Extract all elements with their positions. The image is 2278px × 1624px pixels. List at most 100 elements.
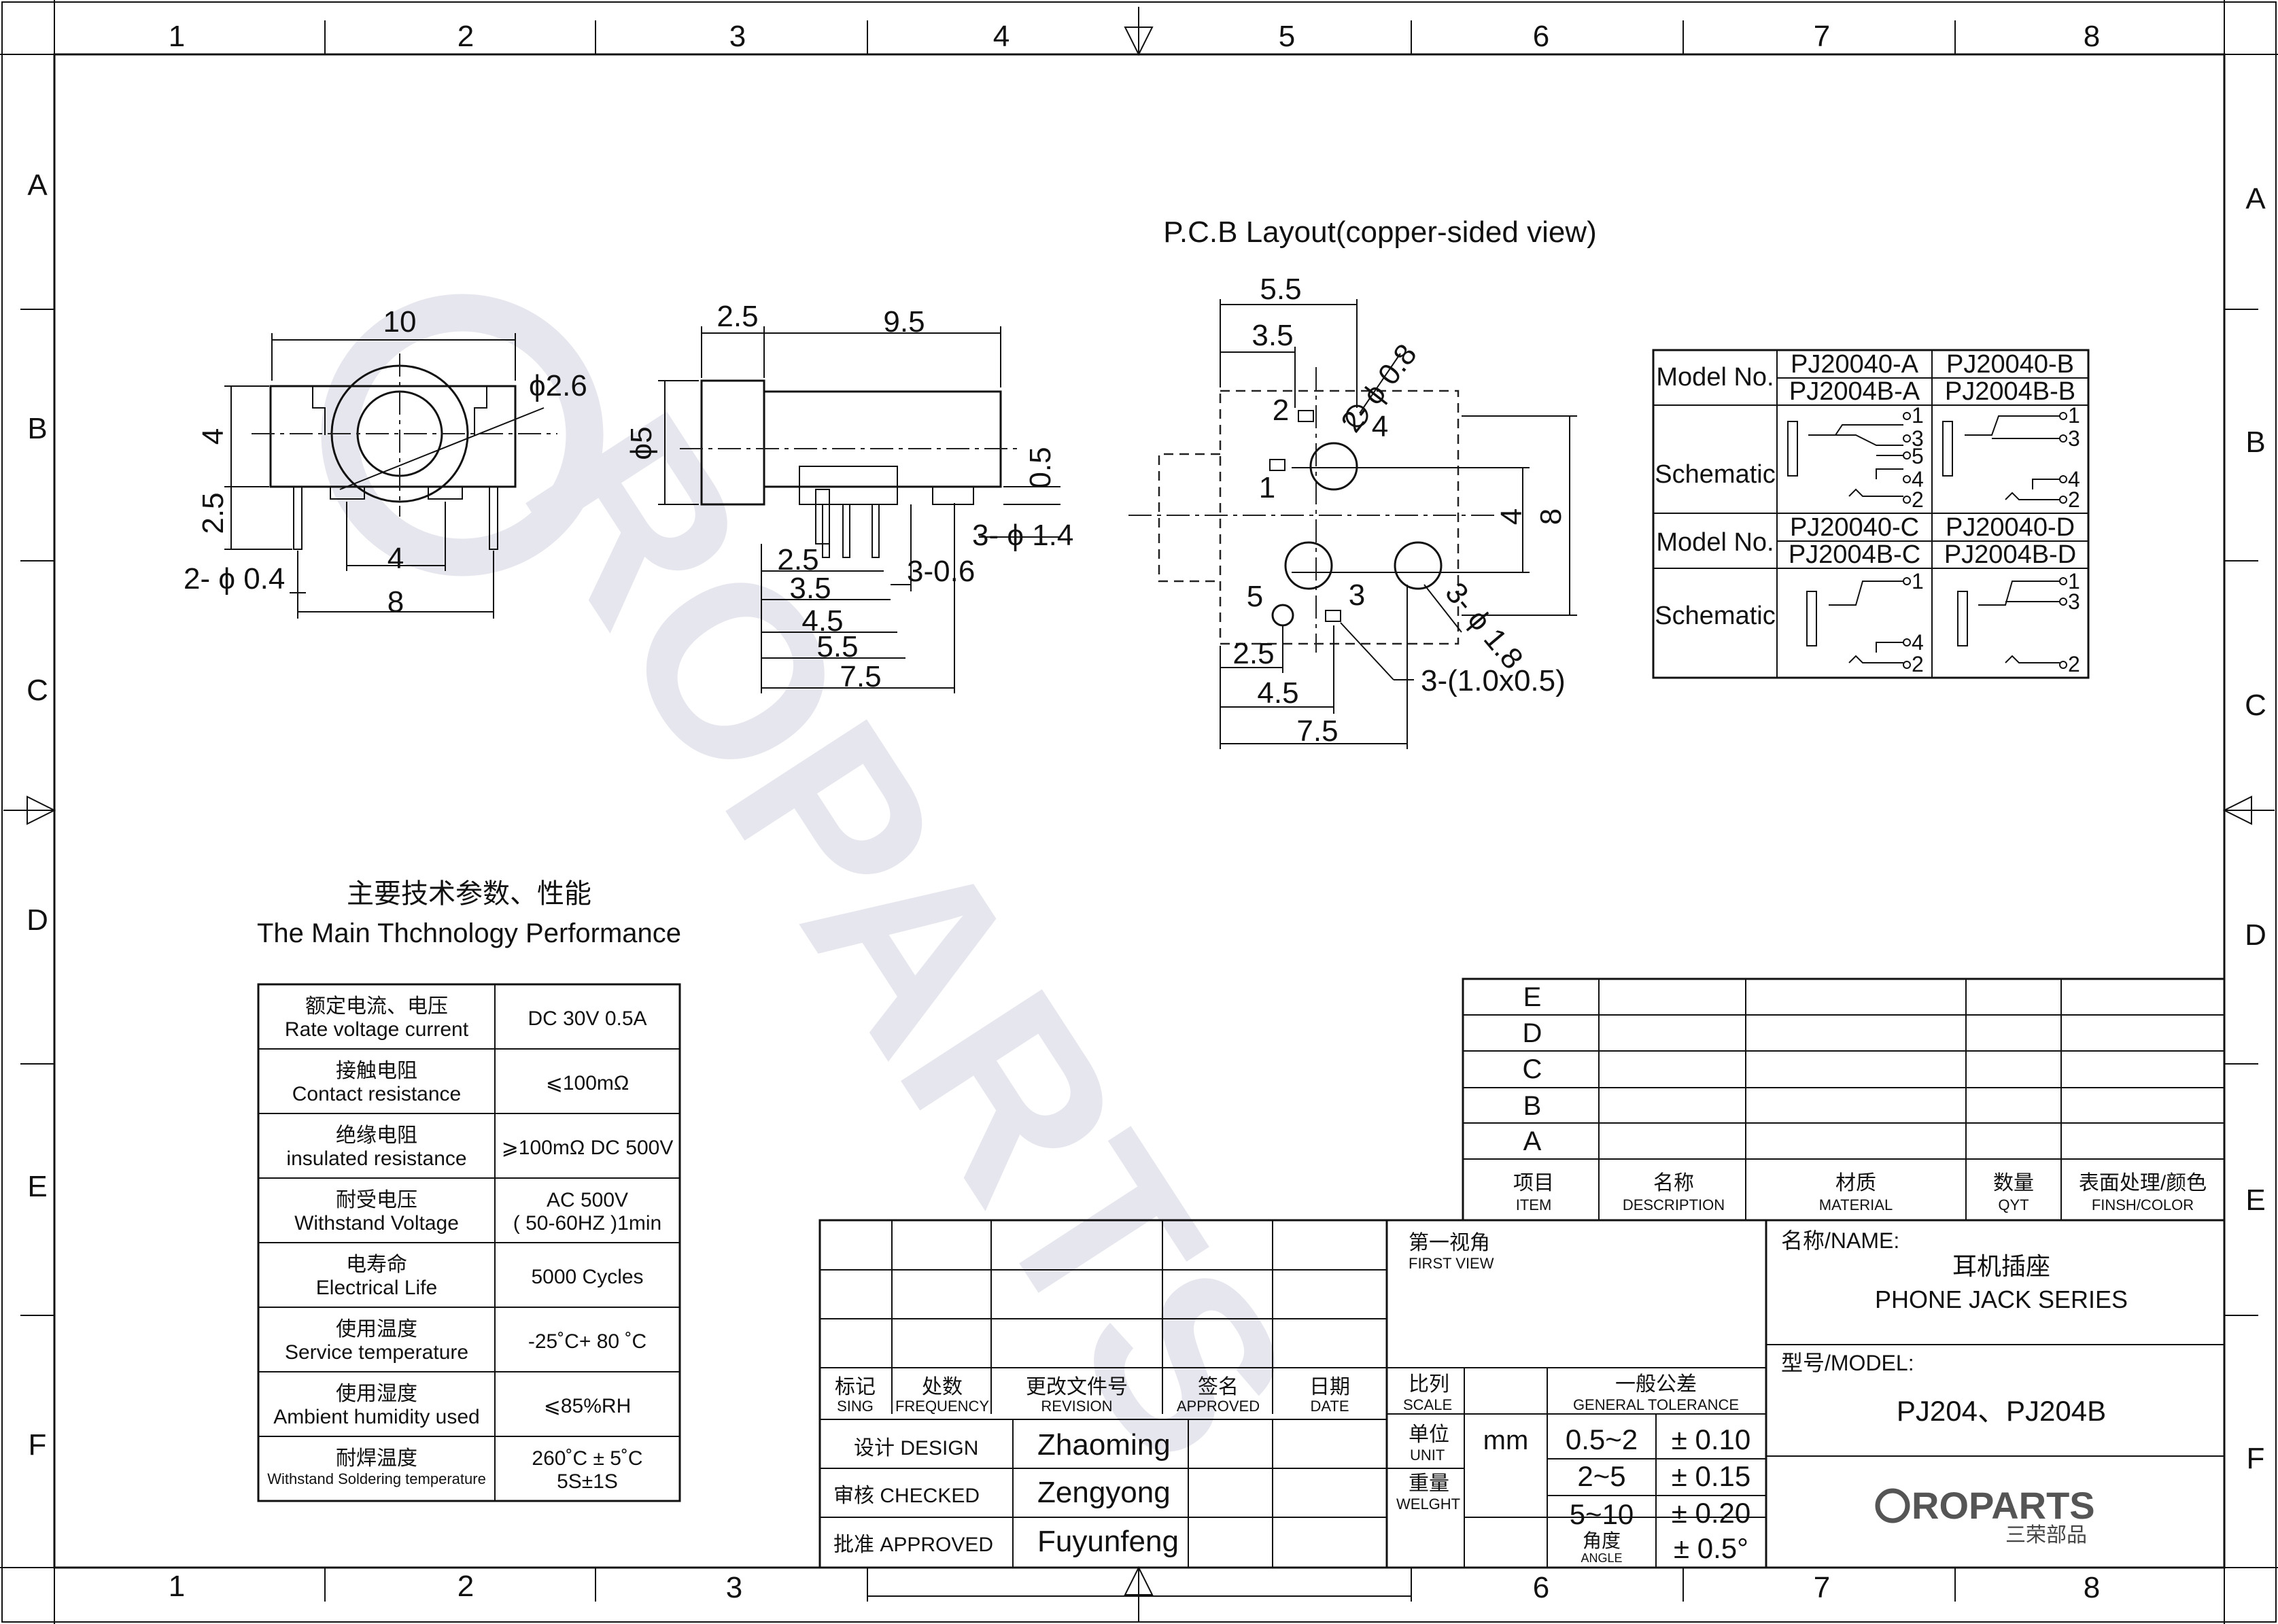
weight-en: WELGHT: [1396, 1496, 1460, 1513]
weight-cn: 重量: [1409, 1472, 1449, 1495]
parts-header-cn: 名称: [1653, 1172, 1694, 1194]
rev-row: D: [1523, 1018, 1542, 1048]
tol-range: 5~10: [1570, 1498, 1634, 1530]
dim-slot: 3-(1.0x0.5): [1421, 664, 1566, 697]
rev-header-cn: 更改文件号: [1026, 1376, 1128, 1398]
sign-name: Fuyunfeng: [1037, 1525, 1179, 1558]
col-label: 7: [1814, 20, 1830, 53]
perf-cn: 使用湿度: [336, 1383, 417, 1405]
schematic-label: Schematic: [1655, 602, 1775, 630]
dim-b2: 4.5: [1257, 676, 1298, 710]
perf-cn: 电寿命: [346, 1254, 407, 1276]
name-label: 名称/NAME:: [1781, 1228, 1899, 1253]
col-label: 8: [2084, 20, 2100, 53]
rev-header-cn: 日期: [1309, 1376, 1350, 1398]
dim-hole-dia: ϕ2.6: [529, 369, 587, 402]
row-label: C: [2245, 689, 2266, 722]
name-cn: 耳机插座: [1952, 1252, 2050, 1280]
rev-row: A: [1523, 1126, 1542, 1156]
dim-pin-dia: 2- ϕ 0.4: [184, 562, 285, 595]
dim-d9: 7.5: [840, 660, 881, 693]
col-label: 5: [1279, 20, 1295, 53]
dim-d5: 3-0.6: [907, 555, 975, 588]
row-label: F: [2247, 1442, 2265, 1475]
model-number: PJ2004B-B: [1945, 377, 2075, 406]
rev-header-en: DATE: [1310, 1398, 1349, 1415]
model-number: PJ2004B-C: [1789, 540, 1920, 569]
parts-header-en: DESCRIPTION: [1623, 1196, 1725, 1213]
perf-cn: 使用温度: [336, 1318, 417, 1341]
pin-4: 4: [1372, 410, 1388, 443]
perf-value: ⩽85%RH: [544, 1395, 632, 1417]
perf-en: Withstand Voltage: [294, 1212, 459, 1234]
name-en: PHONE JACK SERIES: [1875, 1285, 2128, 1313]
unit-cn: 单位: [1409, 1423, 1449, 1446]
performance-title-en: The Main Thchnology Performance: [257, 918, 681, 948]
parts-header-cn: 项目: [1513, 1172, 1554, 1194]
col-label: 2: [458, 1570, 474, 1603]
rev-header-cn: 处数: [922, 1376, 963, 1398]
perf-value: ⩾100mΩ DC 500V: [502, 1137, 674, 1159]
sign-role: 审核 CHECKED: [833, 1485, 980, 1507]
dim-width: 10: [383, 305, 417, 339]
schematic-pin: 2: [1912, 652, 1924, 676]
col-label: 1: [169, 1570, 185, 1603]
parts-header-cn: 数量: [1993, 1172, 2034, 1194]
company-logo: ROPARTS 三荣部品: [1875, 1484, 2095, 1547]
rev-header-cn: 标记: [835, 1376, 876, 1398]
row-label: A: [2245, 182, 2266, 215]
tol-range: 2~5: [1577, 1460, 1625, 1492]
tol-value: ± 0.20: [1672, 1497, 1750, 1529]
dim-d1: 2.5: [717, 300, 758, 333]
row-label: D: [27, 903, 48, 937]
watermark: ROPARTS: [321, 294, 1344, 1506]
dim-d7: 4.5: [801, 604, 843, 638]
schematic-pin: 2: [2068, 487, 2080, 512]
pin-3: 3: [1349, 578, 1365, 612]
model-label: Model No.: [1656, 363, 1774, 392]
perf-en: Service temperature: [285, 1341, 468, 1364]
col-label: 1: [169, 20, 185, 53]
pcb-title: P.C.B Layout(copper-sided view): [1163, 215, 1597, 249]
schematic-b: 1 3 4 2: [1942, 403, 2080, 512]
rev-row: C: [1523, 1054, 1542, 1084]
parts-header-en: QYT: [1998, 1196, 2029, 1213]
perf-value: AC 500V: [547, 1189, 628, 1211]
model-number: PJ2004B-D: [1944, 540, 2076, 569]
tolerance-cn: 一般公差: [1615, 1373, 1697, 1396]
perf-cn: 耐焊温度: [336, 1447, 417, 1470]
perf-value: ⩽100mΩ: [546, 1072, 629, 1094]
row-label: B: [2245, 426, 2265, 459]
dim-b3: 7.5: [1296, 714, 1338, 748]
dim-pin-dia: 3- ϕ 1.4: [972, 519, 1073, 552]
parts-table: E D C B A 项目 ITEM 名称 DESCRIPTION 材质 MATE…: [1462, 978, 2226, 1222]
schematic-pin: 1: [2068, 569, 2080, 593]
col-label: 3: [726, 1571, 742, 1604]
rev-row: E: [1523, 982, 1542, 1012]
column-labels-bottom: 1 2 3 6 7 8: [169, 1570, 2100, 1604]
dim-height: 4: [196, 428, 230, 445]
view-en: FIRST VIEW: [1409, 1255, 1494, 1272]
pin-2: 2: [1273, 394, 1289, 427]
perf-value: 5000 Cycles: [531, 1266, 643, 1288]
schematic-pin: 4: [1912, 630, 1924, 655]
tol-value: ± 0.15: [1672, 1460, 1750, 1492]
rev-row: B: [1523, 1091, 1542, 1121]
dim-hole-big: 3- ϕ 1.8: [1438, 576, 1530, 676]
row-label: C: [27, 674, 48, 707]
unit-en: UNIT: [1410, 1447, 1445, 1464]
sign-name: Zengyong: [1037, 1476, 1171, 1509]
schematic-c: 1 4 2: [1806, 569, 1924, 676]
dim-d8: 5.5: [816, 630, 858, 663]
rev-header-cn: 签名: [1198, 1376, 1239, 1398]
dim-b1: 2.5: [1232, 637, 1274, 670]
schematic-pin: 3: [2068, 426, 2080, 451]
side-view: 2.5 9.5 ϕ5 0.5 3- ϕ 1.4 2.5 3-0.6 3.5 4.…: [625, 300, 1073, 693]
row-label: B: [27, 412, 47, 445]
schematic-pin: 1: [1912, 403, 1924, 428]
dim-pin-gap: 4: [387, 542, 404, 575]
dim-d3: 0.5: [1024, 447, 1057, 488]
row-label: E: [27, 1170, 47, 1203]
col-label: 8: [2084, 1571, 2100, 1604]
